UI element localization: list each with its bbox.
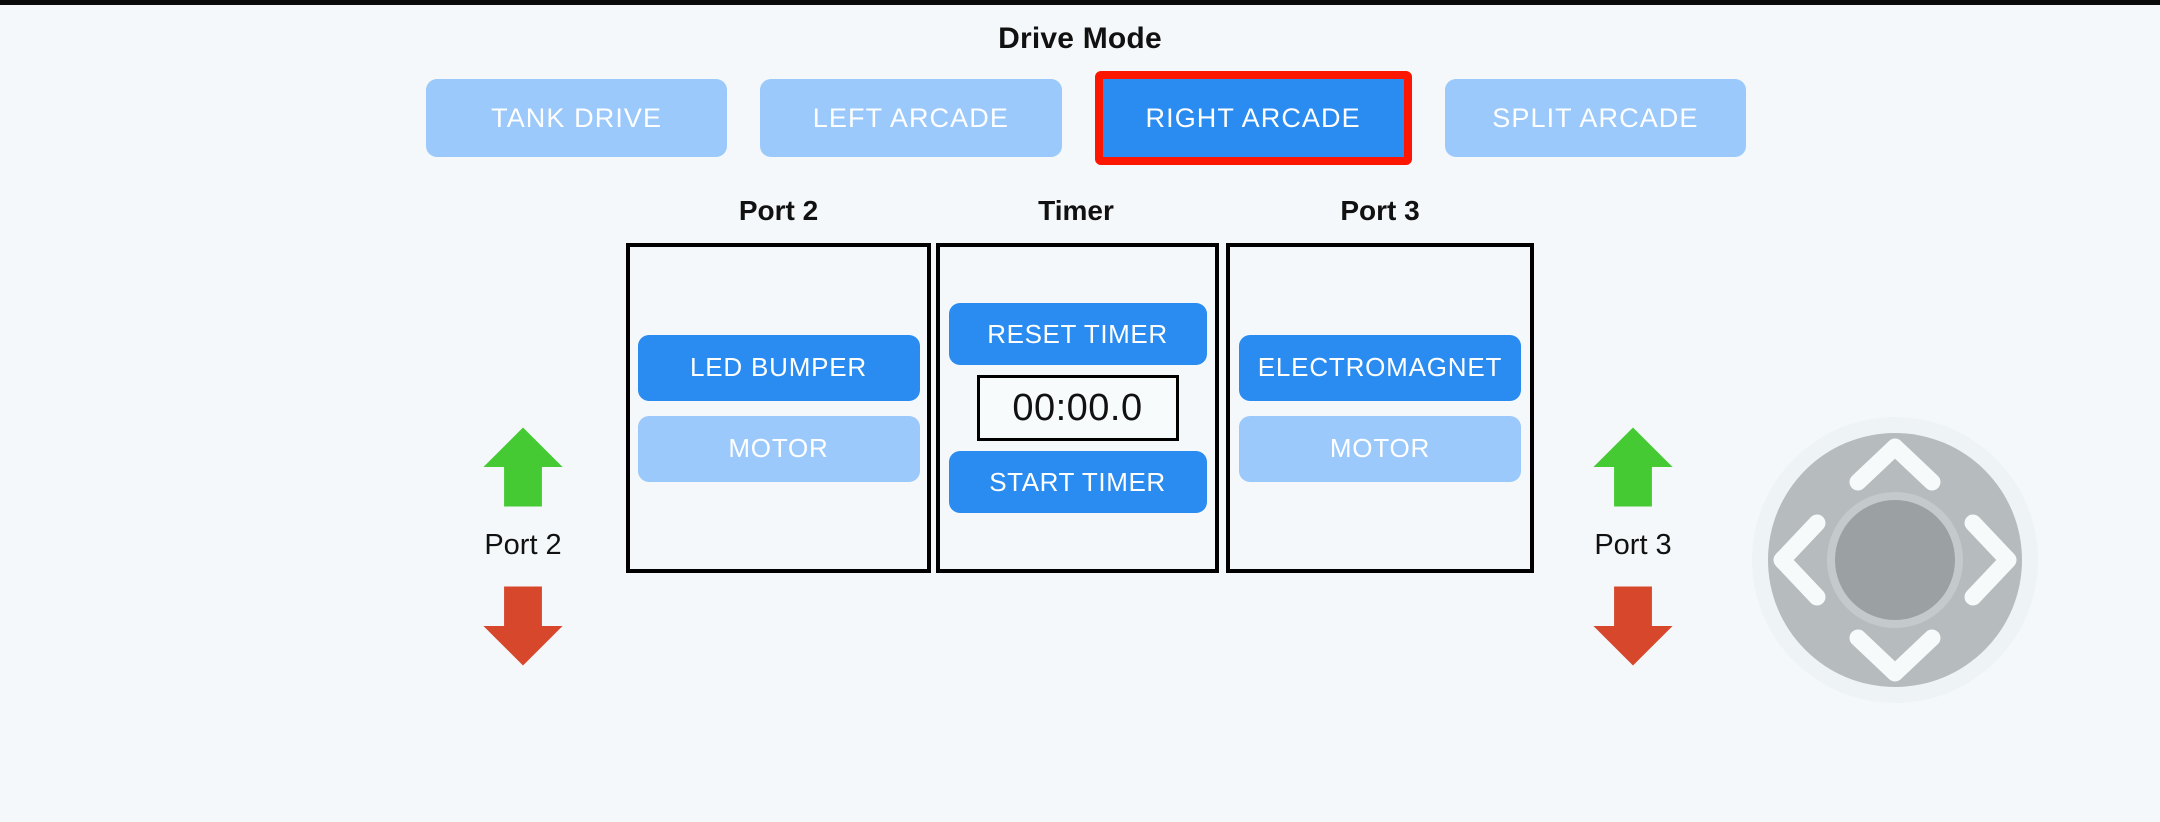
- port2-arrow-controls: Port 2: [438, 423, 608, 670]
- port3-electromagnet-button[interactable]: ELECTROMAGNET: [1239, 334, 1521, 401]
- dpad-center-thumb: [1835, 500, 1955, 620]
- port2-led-bumper-button[interactable]: LED BUMPER: [637, 334, 920, 401]
- timer-display: 00:00.0: [976, 375, 1179, 441]
- panel-heading-port3: Port 3: [1340, 195, 1420, 226]
- port3-arrow-controls: Port 3: [1548, 423, 1718, 670]
- port3-arrow-label: Port 3: [1594, 529, 1672, 561]
- panel-timer: RESET TIMER 00:00.0 START TIMER: [936, 243, 1219, 573]
- port2-device-stack: LED BUMPER MOTOR: [637, 334, 920, 482]
- panel-heading-timer: Timer: [1038, 195, 1114, 226]
- reset-timer-button[interactable]: RESET TIMER: [948, 303, 1207, 365]
- port2-up-arrow-icon[interactable]: [480, 423, 566, 511]
- drive-mode-split-arcade-button[interactable]: SPLIT ARCADE: [1444, 79, 1746, 157]
- drive-mode-right-arcade-button[interactable]: RIGHT ARCADE: [1094, 71, 1412, 165]
- dpad-joystick[interactable]: [1750, 415, 2040, 705]
- port2-down-arrow-icon[interactable]: [480, 582, 566, 670]
- start-timer-button[interactable]: START TIMER: [948, 451, 1207, 513]
- dpad-down-chevron-icon[interactable]: [1849, 629, 1941, 682]
- port2-motor-button[interactable]: MOTOR: [637, 415, 920, 482]
- page-title: Drive Mode: [998, 22, 1162, 55]
- port3-up-arrow-icon[interactable]: [1590, 423, 1676, 511]
- port3-motor-button[interactable]: MOTOR: [1239, 415, 1521, 482]
- panel-port3: ELECTROMAGNET MOTOR: [1226, 243, 1534, 573]
- port3-device-stack: ELECTROMAGNET MOTOR: [1239, 334, 1521, 482]
- drive-mode-left-arcade-button[interactable]: LEFT ARCADE: [760, 79, 1062, 157]
- drive-mode-tank-drive-button[interactable]: TANK DRIVE: [426, 79, 728, 157]
- dpad-up-chevron-icon[interactable]: [1849, 438, 1941, 491]
- top-chrome-bar: [0, 0, 2160, 5]
- control-panel-stage: Drive Mode TANK DRIVE LEFT ARCADE RIGHT …: [0, 5, 2160, 822]
- panel-heading-port2: Port 2: [738, 195, 819, 226]
- dpad-left-chevron-icon[interactable]: [1773, 514, 1826, 606]
- dpad-right-chevron-icon[interactable]: [1964, 514, 2017, 606]
- timer-controls: RESET TIMER 00:00.0 START TIMER: [948, 303, 1207, 513]
- drive-mode-button-group: TANK DRIVE LEFT ARCADE RIGHT ARCADE SPLI…: [426, 71, 1746, 165]
- port3-down-arrow-icon[interactable]: [1590, 582, 1676, 670]
- port2-arrow-label: Port 2: [484, 529, 562, 561]
- panel-port2: LED BUMPER MOTOR: [626, 243, 931, 573]
